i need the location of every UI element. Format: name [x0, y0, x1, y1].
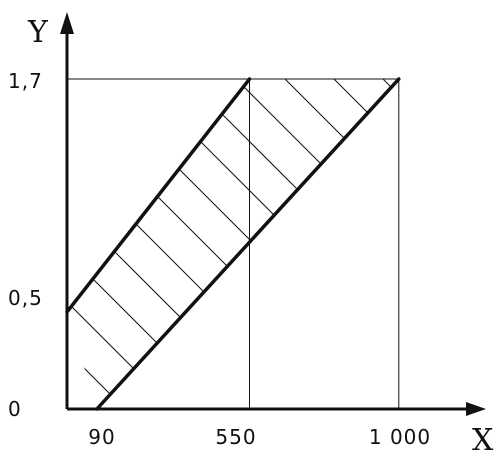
y-axis-label: Y	[27, 15, 49, 50]
x-tick-label: 1 000	[369, 425, 431, 449]
hatch-line	[254, 79, 399, 409]
y-tick-label: 0,5	[8, 286, 43, 310]
x-axis-label: X	[472, 423, 494, 457]
y-tick-label: 0	[8, 397, 22, 421]
hatch-line	[67, 79, 370, 409]
y-tick-label: 1,7	[8, 69, 43, 93]
hatch-line	[402, 0, 499, 457]
hatch-line	[67, 79, 174, 409]
hatch-line	[67, 79, 321, 409]
hatch-line	[67, 79, 399, 409]
x-tick-label: 90	[88, 425, 115, 449]
y-axis-arrow-icon	[60, 12, 74, 34]
x-axis-arrow-icon	[466, 402, 486, 416]
hatch-line	[67, 79, 399, 409]
hatch-line	[352, 79, 399, 409]
hatch-line	[303, 79, 399, 409]
hatch-line	[107, 79, 399, 409]
region-lower-boundary	[95, 77, 401, 411]
x-tick-label: 550	[215, 425, 256, 449]
region-upper-boundary	[65, 77, 252, 314]
hatch-line	[156, 79, 399, 409]
hatch-line	[451, 0, 499, 457]
